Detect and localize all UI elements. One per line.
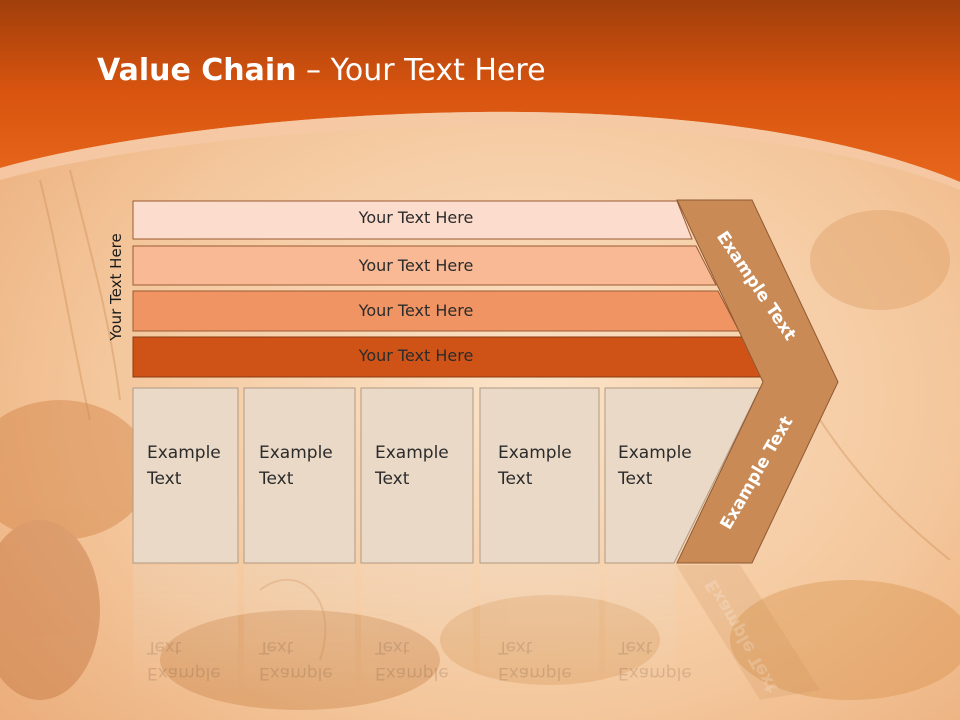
bar-4-label: Your Text Here [358, 346, 474, 365]
bar-2 [132, 245, 717, 286]
bar-3-label: Your Text Here [358, 301, 474, 320]
box-5 [604, 387, 761, 564]
box-3 [360, 387, 474, 564]
title-rest: – Your Text Here [296, 53, 546, 88]
bar-1 [132, 200, 693, 240]
box-1 [132, 387, 239, 564]
boxes-reflection [133, 565, 820, 700]
bar-2-label: Your Text Here [358, 256, 474, 275]
box-4 [479, 387, 600, 564]
chevron-arrow [676, 199, 839, 564]
side-label: Your Text Here [107, 233, 125, 341]
title-bold: Value Chain [97, 53, 297, 88]
box-2 [243, 387, 356, 564]
bar-1-label: Your Text Here [358, 208, 474, 227]
page-title: Value Chain – Your Text Here [97, 53, 546, 88]
